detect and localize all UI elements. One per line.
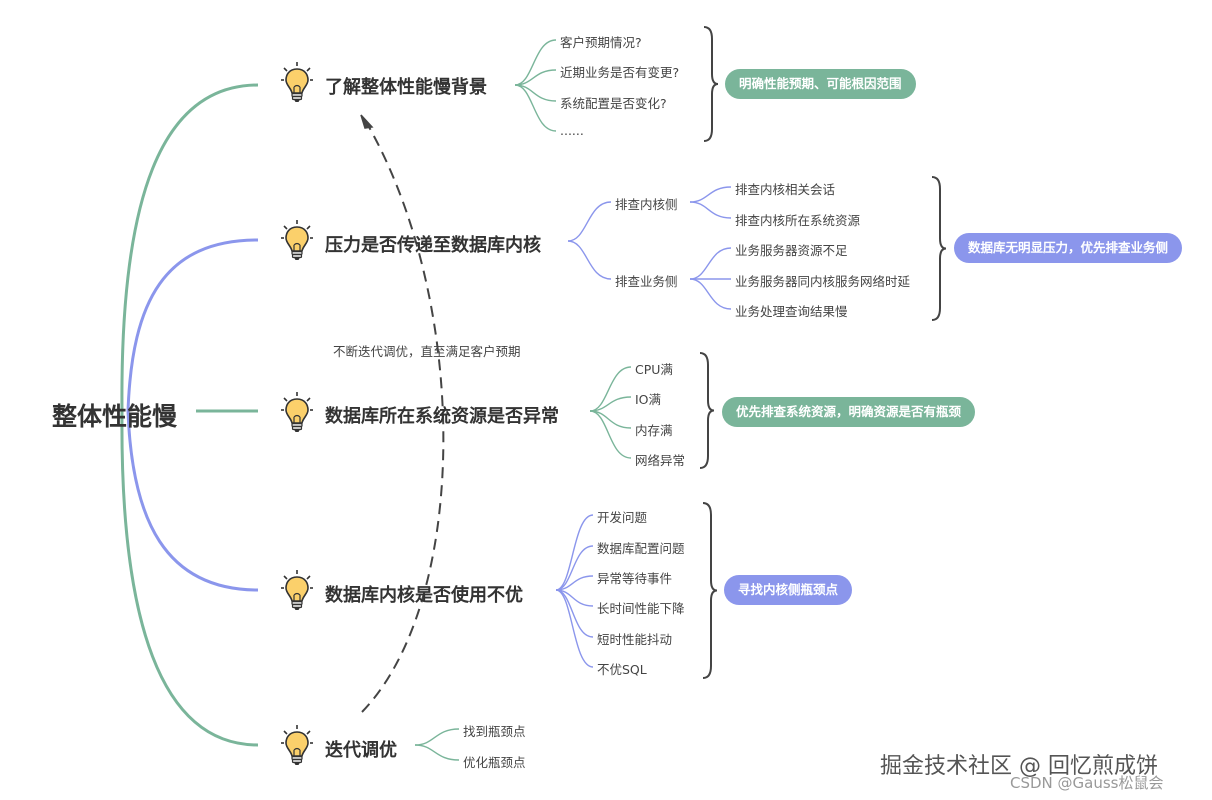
branch-kernel-usage[interactable]: 数据库内核是否使用不优 [325,585,523,606]
fan-iterate-0 [414,728,460,746]
leaf-network-latency[interactable]: 业务服务器同内核服务网络时延 [735,274,911,289]
lightbulb-icon [280,724,314,772]
fan-kernel-side-0 [689,186,732,203]
leaf-more[interactable]: ...... [560,123,584,138]
leaf-result-processing[interactable]: 业务处理查询结果慢 [735,304,848,319]
leaf-wait-events[interactable]: 异常等待事件 [597,571,673,586]
leaf-development[interactable]: 开发问题 [597,510,648,525]
fan-system-resources-1 [589,396,632,412]
branch-pressure[interactable]: 压力是否传递至数据库内核 [325,235,541,256]
summary-background[interactable]: 明确性能预期、可能根因范围 [725,69,916,99]
fan-system-resources-0 [589,366,632,412]
loop-note: 不断迭代调优，直至满足客户预期 [333,344,521,359]
leaf-cpu[interactable]: CPU满 [635,362,673,377]
fan-kernel-side-1 [689,201,732,219]
fan-iterate-1 [414,744,460,761]
leaf-optimize-bottleneck[interactable]: 优化瓶颈点 [463,755,526,770]
summary-system-resources[interactable]: 优先排查系统资源，明确资源是否有瓶颈 [722,397,976,427]
branch-system-resources[interactable]: 数据库所在系统资源是否异常 [325,406,559,427]
leaf-app-server-resources[interactable]: 业务服务器资源不足 [735,243,848,258]
group-business-side[interactable]: 排查业务侧 [615,274,678,289]
fan-background-1 [514,69,557,86]
leaf-network[interactable]: 网络异常 [635,453,686,468]
fan-business-side-0 [689,247,732,280]
leaf-kernel-resources[interactable]: 排查内核所在系统资源 [735,213,861,228]
fan-kernel-usage-1 [555,545,594,591]
leaf-find-bottleneck[interactable]: 找到瓶颈点 [463,724,526,739]
leaf-io[interactable]: IO满 [635,392,662,407]
iteration-loop-arrow [361,119,445,713]
lightbulb-icon [280,569,314,617]
root-link-0 [120,83,259,412]
lightbulb-icon [280,219,314,267]
root-link-1 [126,238,259,412]
bracket-pressure [931,176,947,321]
leaf-kernel-sessions[interactable]: 排查内核相关会话 [735,182,836,197]
summary-pressure[interactable]: 数据库无明显压力，优先排查业务侧 [954,233,1183,263]
watermark-csdn: CSDN @Gauss松鼠会 [1010,774,1164,792]
bracket-system-resources [699,352,715,469]
fan-kernel-usage-0 [555,514,594,591]
branch-iterate[interactable]: 迭代调优 [325,740,397,761]
leaf-business-change[interactable]: 近期业务是否有变更? [560,65,680,80]
fan-kernel-usage-5 [555,589,594,668]
bracket-background [703,26,719,142]
iteration-loop-arrowhead [360,114,374,129]
fan-pressure-1 [567,240,612,280]
leaf-bad-sql[interactable]: 不优SQL [597,662,647,677]
summary-kernel-usage[interactable]: 寻找内核侧瓶颈点 [724,575,853,605]
lightbulb-icon [280,61,314,109]
fan-business-side-2 [689,278,732,310]
leaf-customer-expectation[interactable]: 客户预期情况? [560,35,642,50]
leaf-long-degradation[interactable]: 长时间性能下降 [597,601,685,616]
root-link-3 [126,410,259,592]
root-topic[interactable]: 整体性能慢 [52,402,178,431]
fan-pressure-0 [567,201,612,242]
leaf-memory[interactable]: 内存满 [635,423,673,438]
lightbulb-icon [280,391,314,439]
branch-background[interactable]: 了解整体性能慢背景 [325,77,487,98]
leaf-config-change[interactable]: 系统配置是否变化? [560,96,667,111]
leaf-db-config[interactable]: 数据库配置问题 [597,541,685,556]
group-kernel-side[interactable]: 排查内核侧 [615,197,678,212]
fan-system-resources-3 [589,410,632,459]
bracket-kernel-usage [702,502,718,679]
leaf-short-jitter[interactable]: 短时性能抖动 [597,632,673,647]
watermark-juejin: 掘金技术社区 @ 回忆煎成饼 [880,754,1158,779]
root-link-4 [120,410,259,747]
fan-background-3 [514,84,557,132]
fan-background-0 [514,39,557,86]
fan-kernel-usage-4 [555,589,594,638]
